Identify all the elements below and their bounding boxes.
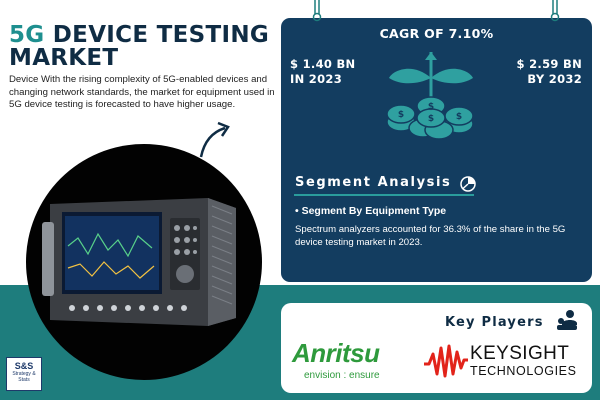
title-rest: DEVICE TESTING MARKET	[9, 22, 270, 71]
value-2032: $ 2.59 BN BY 2032	[517, 57, 582, 87]
svg-text:$: $	[428, 102, 434, 112]
svg-text:$: $	[428, 114, 434, 124]
title-accent: 5G	[9, 22, 45, 48]
segment-heading: Segment Analysis	[295, 175, 452, 190]
segment-description: Spectrum analyzers accounted for 36.3% o…	[295, 224, 566, 248]
key-players-card	[281, 303, 592, 393]
keysight-subtitle: TECHNOLOGIES	[470, 364, 577, 378]
page-title: 5G DEVICE TESTING MARKET	[9, 24, 279, 70]
test-equipment-image	[42, 198, 236, 326]
value-2032-amount: $ 2.59 BN	[516, 57, 582, 71]
anritsu-tagline: envision : ensure	[304, 370, 380, 381]
cagr-label: CAGR OF 7.10%	[379, 26, 494, 41]
analysis-icon	[460, 176, 476, 192]
money-plant-icon: $ $ $ $	[386, 52, 474, 140]
key-players-icon	[557, 310, 577, 330]
card-hanger-left	[312, 0, 322, 22]
value-2023: $ 1.40 BN IN 2023	[290, 57, 355, 87]
svg-text:$: $	[456, 112, 462, 122]
key-players-heading: Key Players	[445, 315, 544, 330]
keysight-logo: KEYSIGHT	[470, 343, 570, 364]
keysight-wave-icon	[424, 344, 468, 378]
card-hanger-right	[550, 0, 560, 22]
intro-text: Device With the rising complexity of 5G-…	[9, 74, 275, 110]
value-2023-amount: $ 1.40 BN	[290, 57, 356, 71]
market-stats-card	[281, 18, 592, 282]
brand-logo: S&S Strategy & Stats	[6, 357, 42, 391]
value-2023-label: IN 2023	[290, 72, 343, 86]
anritsu-logo: Anritsu	[292, 338, 380, 368]
segment-bullet: • Segment By Equipment Type	[295, 205, 447, 217]
segment-underline	[294, 194, 474, 196]
brand-logo-text: Strategy & Stats	[12, 371, 36, 383]
value-2032-label: BY 2032	[527, 72, 582, 86]
svg-text:$: $	[398, 110, 404, 120]
arrow-icon	[199, 121, 230, 158]
